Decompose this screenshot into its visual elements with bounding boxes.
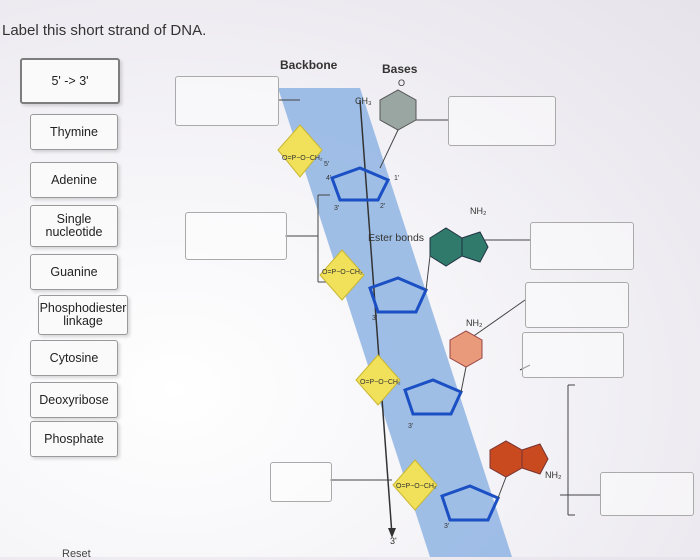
drop-target-2[interactable] <box>448 96 556 146</box>
guanine-ring-1 <box>489 440 523 478</box>
term-label: Adenine <box>51 172 97 187</box>
phosphate-group-label: O=P−O−CH₂ <box>360 379 401 386</box>
ch3-label: CH₃ <box>355 96 372 106</box>
deoxyribose-ring <box>368 276 428 314</box>
drop-target-7[interactable] <box>270 462 332 502</box>
drop-target-5[interactable] <box>525 282 629 328</box>
drop-target-8[interactable] <box>600 472 694 516</box>
term-label: Thymine <box>50 124 98 139</box>
drop-target-3[interactable] <box>185 212 287 260</box>
phosphate-group-label: O=P−O−CH₂ <box>322 269 363 276</box>
phosphate-shape <box>319 249 365 301</box>
nh2-label: NH₂ <box>470 206 487 216</box>
phosphate-group-label: O=P−O−CH₂ <box>396 483 437 490</box>
guanine-ring-2 <box>521 443 549 475</box>
o-label: O <box>398 78 405 88</box>
nh2-label: NH₂ <box>545 470 562 480</box>
carbon-5-label: 5' <box>324 161 329 168</box>
term-label: Phosphodiester linkage <box>39 301 127 328</box>
instructions-text: Label this short strand of DNA. <box>2 22 207 39</box>
nh2-label: NH₂ <box>466 318 483 328</box>
bases-header: Bases <box>382 62 418 76</box>
carbon-3-label: 3' <box>444 523 449 530</box>
carbon-1-label: 1' <box>394 175 399 182</box>
deoxyribose-ring <box>440 484 500 522</box>
carbon-4-label: 4' <box>326 175 331 182</box>
phosphate-group-label: O=P−O−CH₂ <box>282 155 323 162</box>
term-label: Guanine <box>50 264 98 279</box>
carbon-3-label: 3' <box>372 315 377 322</box>
backbone-band <box>278 88 512 557</box>
term-adenine[interactable]: Adenine <box>30 162 118 198</box>
three-prime-end-label: 3' <box>390 536 397 546</box>
phosphate-shape <box>277 124 323 178</box>
term-single-nucleotide[interactable]: Single nucleotide <box>30 205 118 247</box>
backbone-header: Backbone <box>280 58 338 72</box>
drop-target-6[interactable] <box>522 332 624 378</box>
drop-target-1[interactable] <box>175 76 279 126</box>
ester-bonds-label: Ester bonds <box>368 232 425 244</box>
carbon-3-label: 3' <box>334 205 339 212</box>
term-label: Cytosine <box>49 350 99 365</box>
term-label: Deoxyribose <box>39 392 109 407</box>
term-5-to-3[interactable]: 5' -> 3' <box>20 58 120 104</box>
deoxyribose-ring <box>330 166 391 202</box>
term-phosphate[interactable]: Phosphate <box>30 421 118 457</box>
cytosine-ring <box>449 330 483 368</box>
term-guanine[interactable]: Guanine <box>30 254 118 290</box>
term-deoxyribose[interactable]: Deoxyribose <box>30 382 118 418</box>
carbon-2-label: 2' <box>380 203 385 210</box>
phosphate-shape <box>392 459 438 511</box>
term-label: 5' -> 3' <box>51 73 89 88</box>
term-label: Phosphate <box>44 431 104 446</box>
term-phosphodiester-linkage[interactable]: Phosphodiester linkage <box>38 295 128 335</box>
carbon-3-label: 3' <box>408 423 413 430</box>
term-label: Single nucleotide <box>45 212 103 239</box>
deoxyribose-ring <box>403 378 463 416</box>
term-thymine[interactable]: Thymine <box>30 114 118 150</box>
thymine-ring <box>379 89 417 131</box>
drop-target-4[interactable] <box>530 222 634 270</box>
phosphate-shape <box>355 354 401 406</box>
term-cytosine[interactable]: Cytosine <box>30 340 118 376</box>
adenine-ring-2 <box>461 231 489 263</box>
adenine-ring-1 <box>429 227 463 267</box>
